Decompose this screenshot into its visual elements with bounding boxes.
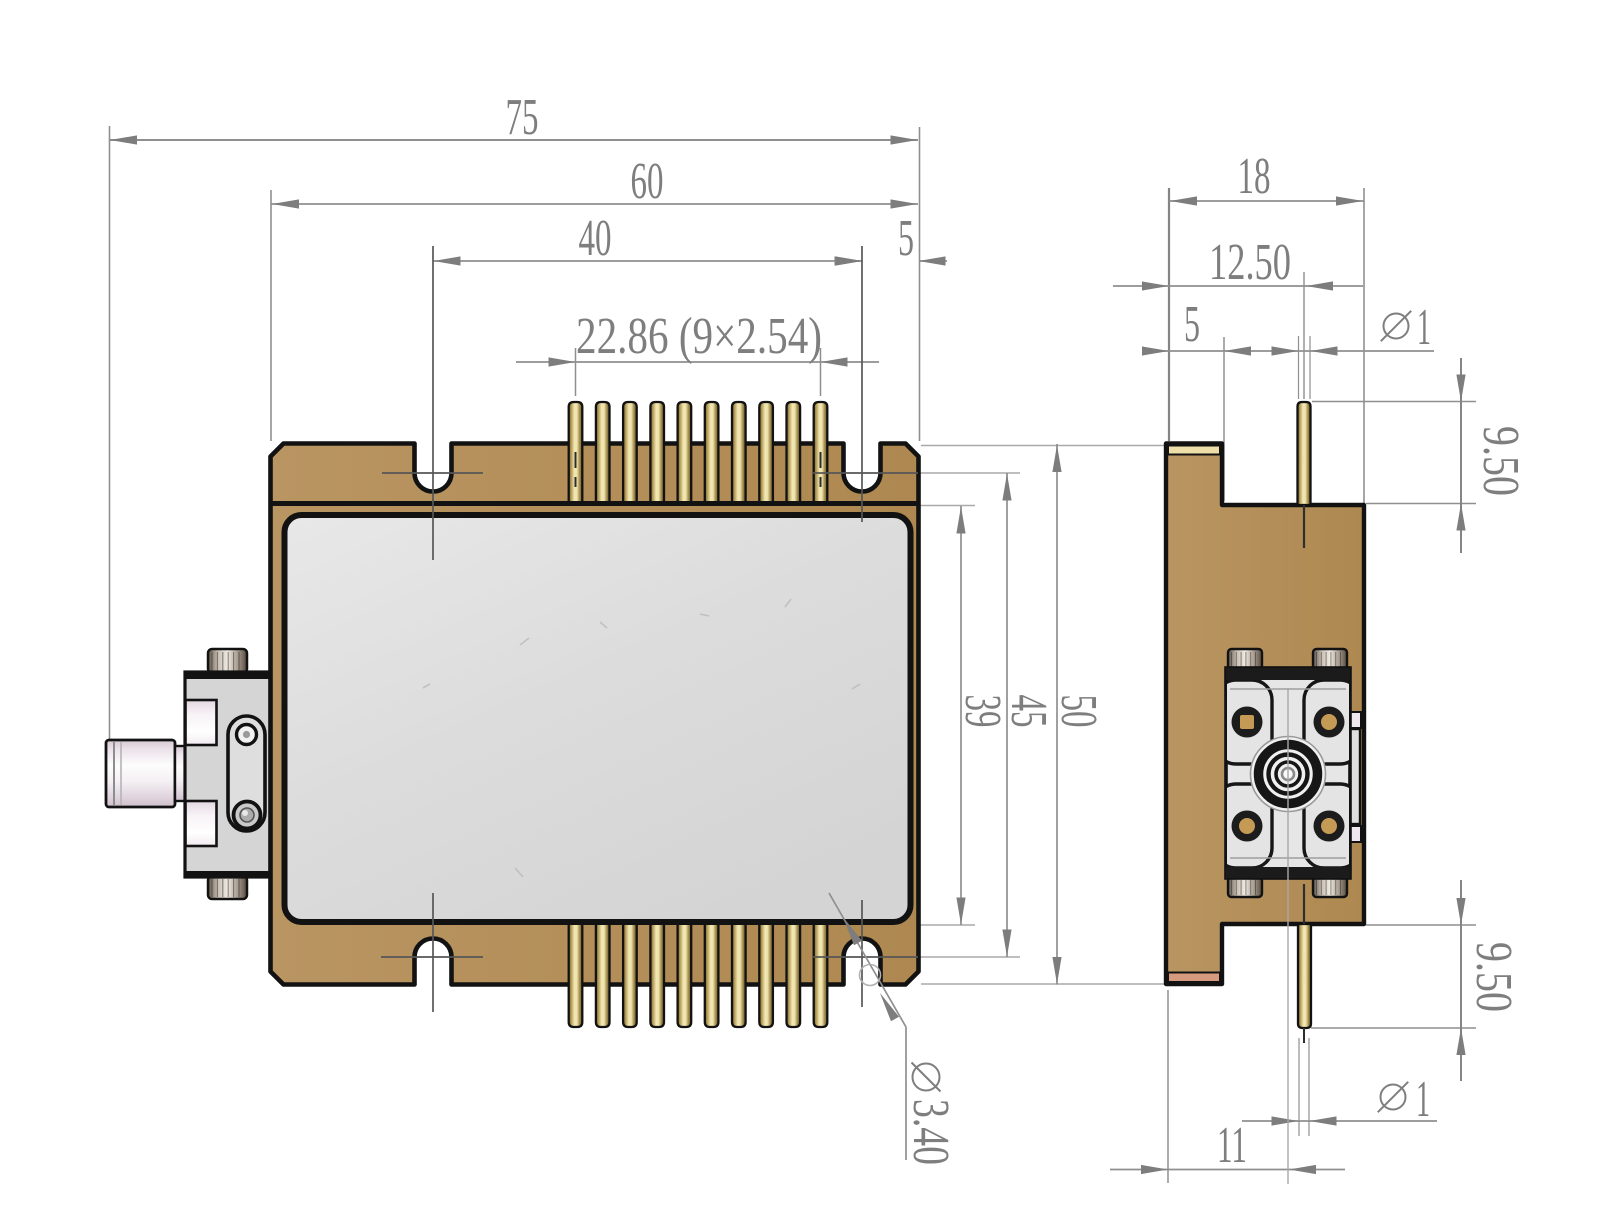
svg-text:75: 75 xyxy=(506,89,539,146)
svg-text:60: 60 xyxy=(631,153,664,210)
svg-text:1: 1 xyxy=(1416,1071,1430,1128)
svg-text:39: 39 xyxy=(954,695,1011,728)
svg-text:5: 5 xyxy=(898,210,914,267)
svg-text:22.86 (9×2.54): 22.86 (9×2.54) xyxy=(576,308,822,365)
svg-text:11: 11 xyxy=(1217,1117,1247,1174)
svg-text:50: 50 xyxy=(1050,695,1107,728)
svg-text:5: 5 xyxy=(1184,296,1200,353)
svg-text:3.40: 3.40 xyxy=(902,1099,959,1165)
svg-text:1: 1 xyxy=(1417,299,1431,356)
svg-text:12.50: 12.50 xyxy=(1209,234,1291,291)
svg-text:9.50: 9.50 xyxy=(1472,426,1529,496)
svg-text:9.50: 9.50 xyxy=(1465,942,1522,1012)
svg-text:40: 40 xyxy=(579,210,612,267)
svg-text:18: 18 xyxy=(1238,148,1271,205)
svg-text:45: 45 xyxy=(1000,695,1057,728)
